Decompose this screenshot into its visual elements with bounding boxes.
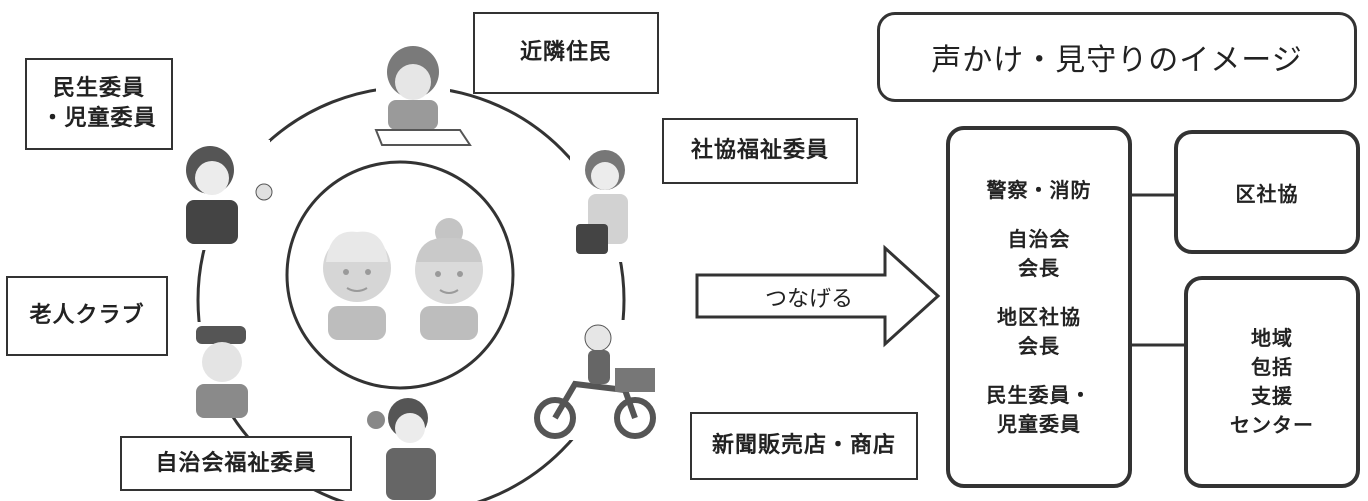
council-welfare-label: 社協福祉委員 [690,138,829,164]
senior-club-figure-icon [176,322,276,418]
neighbors-label: 近隣住民 [519,40,612,66]
commissioner-figure-icon [170,140,273,250]
association-welfare-label: 自治会福祉委員 [155,450,317,476]
senior-club-label: 老人クラブ [29,303,145,329]
council-welfare-box: 社協福祉委員 [662,118,858,184]
contact-police-fire: 警察・消防 [986,177,1092,202]
council-welfare-figure-icon [570,150,660,262]
scooter-delivery-icon [530,320,660,440]
senior-club-box: 老人クラブ [6,276,168,356]
support-center-label: 地域 包括 支援 センター [1230,326,1314,437]
newspaper-store-label: 新聞販売店・商店 [711,433,896,459]
ward-council-label: 区社協 [1235,181,1299,206]
ward-council-box: 区社協 [1174,130,1360,254]
contact-district-council-chair: 地区社協 会長 [997,304,1081,358]
association-figure-icon [367,398,452,501]
title-box: 声かけ・見守りのイメージ [877,12,1357,102]
welfare-commissioner-box: 民生委員 ・児童委員 [25,58,173,150]
association-welfare-box: 自治会福祉委員 [120,436,352,491]
contact-association-chair: 自治会 会長 [1007,226,1071,280]
support-center-box: 地域 包括 支援 センター [1184,276,1360,488]
welfare-commissioner-label: 民生委員 ・児童委員 [41,76,157,131]
neighbor-figure-icon [374,46,472,146]
connect-arrow [695,244,941,348]
newspaper-store-box: 新聞販売店・商店 [690,412,918,480]
elderly-man-icon [323,231,391,340]
contact-welfare-commissioner: 民生委員・ 児童委員 [986,382,1092,436]
neighbors-box: 近隣住民 [473,12,659,94]
arrow-label: つなげる [764,287,853,312]
page-title: 声かけ・見守りのイメージ [931,43,1303,78]
contacts-box: 警察・消防 自治会 会長 地区社協 会長 民生委員・ 児童委員 [946,126,1132,488]
elderly-woman-icon [415,218,483,340]
